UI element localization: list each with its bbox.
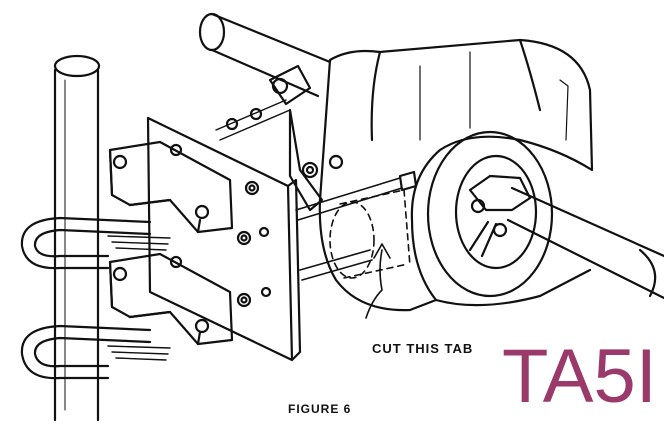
upper-u-bolt <box>20 216 171 270</box>
cut-tab-label: CUT THIS TAB <box>372 341 473 356</box>
watermark-text: TA5I <box>502 334 657 419</box>
balun-housing <box>318 38 594 312</box>
collar-clamp <box>468 174 532 258</box>
through-bolts <box>295 170 418 281</box>
lower-clamp-block <box>108 252 234 346</box>
cut-tab-hidden-part <box>329 189 411 279</box>
upper-clamp-block <box>108 140 234 234</box>
vertical-mast <box>53 54 101 422</box>
lower-u-bolt <box>20 324 171 380</box>
mounting-plate <box>146 116 302 362</box>
element-rod-front <box>506 186 664 300</box>
figure-caption: FIGURE 6 <box>288 402 351 416</box>
rod-bracket <box>215 64 344 212</box>
annotation-arrow <box>365 243 391 319</box>
element-rod-back <box>198 12 332 98</box>
